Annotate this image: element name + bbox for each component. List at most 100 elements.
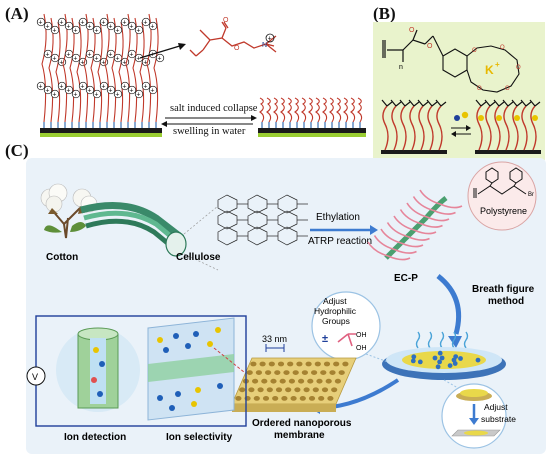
breath-figure-label-1: Breath figure — [472, 284, 535, 295]
charge-circle-icon — [50, 25, 60, 35]
adjust-hydro-2: Hydrophilic — [314, 306, 357, 316]
svg-text:+: + — [94, 92, 98, 99]
svg-text:+: + — [115, 56, 119, 63]
ethylation-label: Ethylation — [316, 212, 360, 223]
nitrogen-charge-circle — [265, 33, 275, 43]
svg-text:+: + — [150, 88, 154, 95]
svg-text:+: + — [59, 60, 63, 67]
charge-circle-icon — [127, 85, 137, 95]
svg-text:O: O — [500, 45, 505, 51]
svg-text:+: + — [52, 28, 56, 35]
pore-size-label: 33 nm — [262, 334, 287, 344]
charge-circle-icon — [64, 85, 74, 95]
svg-text:+: + — [52, 92, 56, 99]
ion-selectivity-label: Ion selectivity — [166, 432, 233, 443]
svg-text:+: + — [52, 56, 56, 63]
charge-circle-icon — [148, 21, 158, 31]
brush-base-right — [475, 150, 541, 154]
nitrogen-n: N — [262, 42, 267, 49]
adjust-hydro-1: Adjust — [323, 296, 347, 306]
charge-circle-icon — [57, 17, 67, 27]
voltmeter-label: V — [32, 372, 38, 382]
svg-text:+: + — [59, 84, 63, 91]
svg-text:+: + — [143, 84, 147, 91]
svg-text:+: + — [108, 88, 112, 95]
svg-text:+: + — [122, 20, 126, 27]
panel-a-letter: (A) — [5, 4, 29, 23]
selectivity-ions — [157, 327, 223, 411]
svg-text:+: + — [45, 52, 49, 59]
plus-minus-symbol: ± — [322, 333, 328, 345]
svg-text:+: + — [87, 24, 91, 31]
charge-circle-icon — [155, 53, 165, 63]
swelling-arrowhead — [161, 121, 167, 127]
svg-text:+: + — [136, 56, 140, 63]
charge-circle-icon — [71, 25, 81, 35]
crown-ether-ring — [466, 45, 520, 93]
polymer-brush-extended: ++++++++++++++++++++++++++++++++++++++++… — [36, 13, 165, 128]
svg-text:+: + — [101, 20, 105, 27]
charge-circle-icon — [43, 21, 53, 31]
charge-circle-icon — [71, 89, 81, 99]
svg-text:+: + — [45, 88, 49, 95]
membrane-pores — [235, 361, 349, 401]
svg-text:+: + — [66, 52, 70, 59]
charge-circle-icon — [127, 21, 137, 31]
svg-text:O: O — [472, 48, 477, 54]
svg-text:+: + — [108, 24, 112, 31]
substrate-left-green — [40, 133, 162, 137]
ion-yellow-dot — [461, 111, 469, 119]
hydroxyl-chain — [337, 333, 356, 347]
svg-text:+: + — [38, 20, 42, 27]
panel-a-diagram: ++++++++++++++++++++++++++++++++++++++++… — [36, 13, 366, 137]
polymer-film — [402, 351, 486, 369]
svg-text:+: + — [143, 20, 147, 27]
charge-circle-icon — [113, 25, 123, 35]
adjust-sub-2: substrate — [481, 414, 516, 424]
charge-circle-icon — [134, 25, 144, 35]
ion-blue-dot — [454, 115, 460, 121]
membrane-side — [232, 404, 336, 412]
polystyrene-inset — [467, 161, 537, 231]
svg-text:+: + — [101, 60, 105, 67]
carbonyl-o-b: O — [409, 27, 415, 34]
svg-text:+: + — [87, 52, 91, 59]
quaternary-ammonium-monomer — [189, 21, 277, 57]
ordered-label-1: Ordered nanoporous — [252, 418, 352, 429]
cellulose-fiber-bundle — [80, 202, 219, 271]
charge-circle-icon — [36, 81, 46, 91]
svg-text:+: + — [115, 28, 119, 35]
ec-p-polymer — [367, 189, 463, 261]
charge-circle-icon — [92, 89, 102, 99]
nitrogen-charge-sign: + — [268, 36, 272, 43]
charge-circle-icon — [141, 17, 151, 27]
charge-circle-icon — [92, 25, 102, 35]
breath-figure-label-2: method — [488, 296, 524, 307]
svg-text:+: + — [122, 84, 126, 91]
ethylation-arrowhead — [370, 225, 378, 235]
potassium-charge: + — [495, 60, 500, 69]
charge-circle-icon — [36, 17, 46, 27]
carbonyl-o: O — [223, 17, 229, 24]
svg-text:+: + — [122, 60, 126, 67]
polymer-brush-collapsed — [259, 97, 363, 128]
charge-circle-icon — [57, 81, 67, 91]
svg-text:+: + — [143, 60, 147, 67]
oh-label-2: OH — [356, 345, 367, 352]
ordered-label-2: membrane — [274, 430, 325, 441]
ester-o: O — [234, 45, 240, 52]
ion-detection-label: Ion detection — [64, 432, 126, 443]
swelling-label: swelling in water — [173, 126, 246, 137]
br-label: Br — [528, 192, 534, 198]
svg-text:+: + — [129, 52, 133, 59]
water-droplets — [410, 350, 481, 370]
svg-text:+: + — [73, 92, 77, 99]
svg-text:+: + — [150, 24, 154, 31]
svg-text:O: O — [477, 86, 482, 92]
cellulose-structure — [217, 194, 308, 246]
panel-c-diagram: Cotton Cellulose Ethylation ATRP reactio… — [26, 158, 546, 454]
potassium-label: K — [485, 63, 494, 77]
crown-brushes — [381, 99, 541, 151]
substrate-right-dark — [258, 128, 366, 133]
ecp-label: EC-P — [394, 273, 418, 284]
